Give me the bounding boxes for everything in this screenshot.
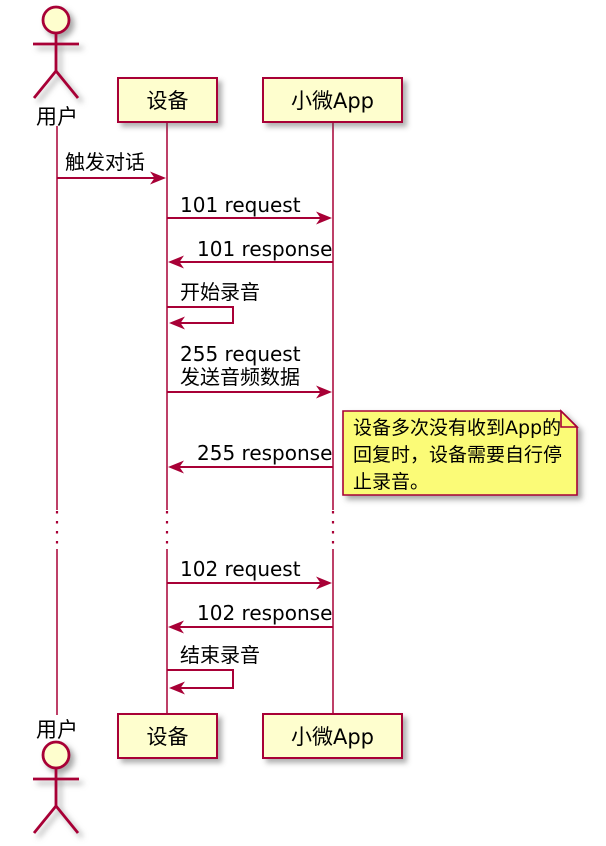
- participant-box-app-bottom: 小微App: [262, 713, 403, 759]
- message-label-trigger-dialog: 触发对话: [65, 150, 145, 174]
- participant-label: 小微App: [290, 725, 375, 749]
- arrowhead-right: [316, 576, 332, 590]
- delay-dotted-lifelines: [55, 511, 335, 549]
- actor-head: [41, 5, 71, 35]
- message-label-start-recording: 开始录音: [180, 280, 260, 304]
- actor-head: [41, 740, 71, 770]
- arrowhead-left: [168, 620, 184, 634]
- arrowhead-right: [316, 211, 332, 225]
- message-label-end-recording: 结束录音: [180, 643, 260, 667]
- actor-label-user-bottom: 用户: [36, 718, 78, 742]
- actor-label-user-top: 用户: [36, 105, 78, 129]
- arrowhead-left: [168, 460, 184, 474]
- message-line-2: 发送音频数据: [180, 365, 300, 389]
- arrowhead-left: [168, 255, 184, 269]
- lifelines: [55, 122, 335, 715]
- participant-box-device-bottom: 设备: [117, 713, 218, 759]
- arrowhead-right: [316, 385, 332, 399]
- actor-user-icon-top: [32, 5, 80, 99]
- participant-label: 小微App: [290, 89, 375, 113]
- participant-label: 设备: [146, 725, 189, 749]
- note-fold-corner: [560, 409, 579, 428]
- message-label-102-response: 102 response: [197, 601, 333, 625]
- participant-box-device-top: 设备: [117, 77, 218, 123]
- actor-leg-left: [32, 70, 58, 99]
- actor-leg-right: [54, 70, 80, 99]
- message-label-255-request: 255 request 发送音频数据: [180, 343, 301, 389]
- note: 设备多次没有收到App的 回复时，设备需要自行停 止录音。: [353, 415, 562, 496]
- arrowhead-left: [169, 681, 185, 695]
- self-loop-end-recording: [167, 669, 234, 689]
- message-label-102-request: 102 request: [180, 557, 301, 581]
- message-label-255-response: 255 response: [197, 441, 333, 465]
- arrowhead-right: [150, 171, 166, 185]
- note-body: [342, 410, 578, 496]
- note-line-1: 设备多次没有收到App的: [353, 417, 562, 439]
- message-arrows: [57, 171, 333, 695]
- note-line-3: 止录音。: [353, 471, 430, 493]
- actor-leg-right: [54, 805, 80, 834]
- message-label-101-request: 101 request: [180, 193, 301, 217]
- actor-user-icon-bottom: [32, 740, 80, 834]
- actor-leg-left: [32, 805, 58, 834]
- self-loop-start-recording: [167, 306, 234, 324]
- note-line-2: 回复时，设备需要自行停: [353, 444, 563, 466]
- message-label-101-response: 101 response: [197, 237, 333, 261]
- participant-label: 设备: [146, 89, 189, 113]
- note-shape: [342, 409, 579, 496]
- message-line-1: 255 request: [180, 342, 301, 366]
- arrowhead-left: [169, 316, 185, 330]
- participant-box-app-top: 小微App: [262, 77, 403, 123]
